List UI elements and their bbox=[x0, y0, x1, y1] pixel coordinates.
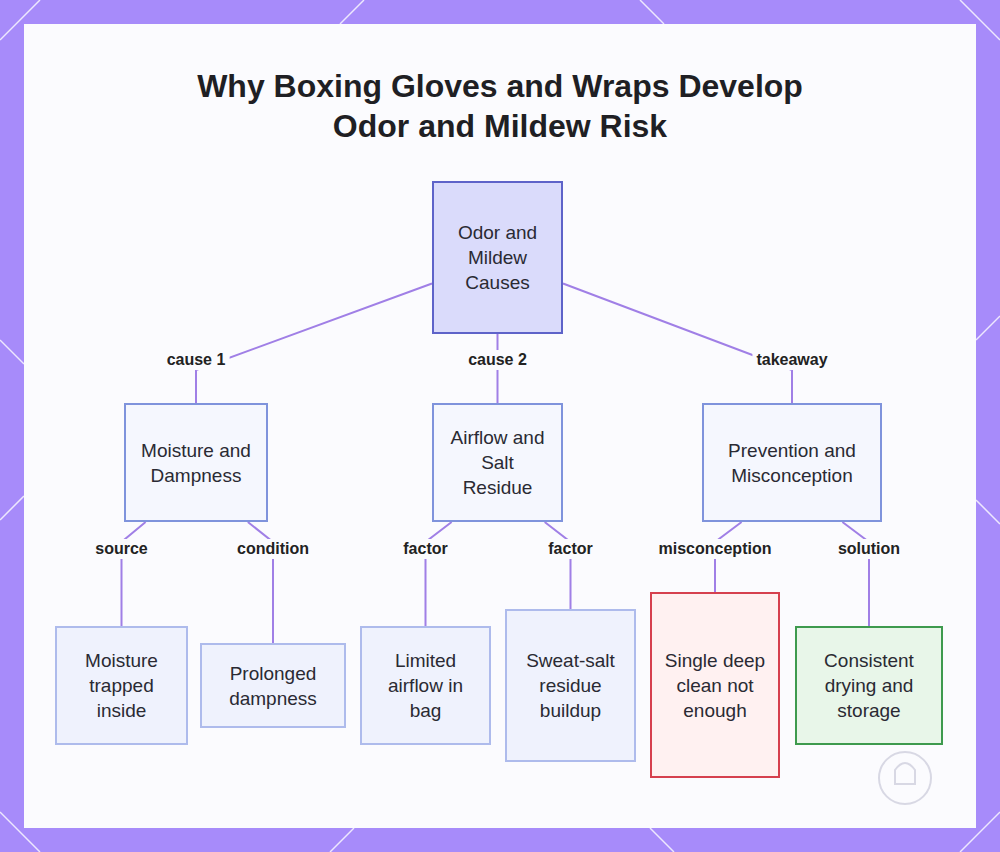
connector bbox=[426, 522, 452, 626]
node-text: Consistent drying and storage bbox=[807, 648, 931, 723]
edge-label: condition bbox=[233, 539, 313, 559]
root-box: Odor and Mildew Causes bbox=[432, 181, 563, 334]
node-text: Airflow and Salt Residue bbox=[444, 425, 551, 500]
node-text: Prolonged dampness bbox=[212, 661, 334, 711]
leaf-box: Sweat-salt residue buildup bbox=[505, 609, 636, 762]
edge-label: cause 1 bbox=[163, 350, 230, 370]
edge-label: misconception bbox=[655, 539, 776, 559]
connector bbox=[842, 522, 869, 626]
solution-box: Consistent drying and storage bbox=[795, 626, 943, 745]
edge-label: source bbox=[91, 539, 151, 559]
leaf-box: Moisture trapped inside bbox=[55, 626, 188, 745]
edge-label: factor bbox=[544, 539, 596, 559]
icon-ring bbox=[879, 752, 931, 804]
node-text: Moisture trapped inside bbox=[67, 648, 176, 723]
edge-label: takeaway bbox=[752, 350, 831, 370]
edge-label: solution bbox=[834, 539, 904, 559]
icon-glove bbox=[895, 763, 915, 784]
category-box: Moisture and Dampness bbox=[124, 403, 268, 522]
diagram-title: Why Boxing Gloves and Wraps Develop Odor… bbox=[170, 66, 830, 146]
node-text: Prevention and Misconception bbox=[714, 438, 870, 488]
node-text: Single deep clean not enough bbox=[662, 648, 768, 723]
category-box: Airflow and Salt Residue bbox=[432, 403, 563, 522]
misconception-box: Single deep clean not enough bbox=[650, 592, 780, 778]
node-text: Odor and Mildew Causes bbox=[444, 220, 551, 295]
connector bbox=[545, 522, 571, 609]
connector bbox=[196, 284, 432, 403]
connector bbox=[563, 284, 792, 403]
edge-label: cause 2 bbox=[464, 350, 531, 370]
leaf-box: Limited airflow in bag bbox=[360, 626, 491, 745]
node-text: Limited airflow in bag bbox=[372, 648, 479, 723]
category-box: Prevention and Misconception bbox=[702, 403, 882, 522]
node-text: Sweat-salt residue buildup bbox=[517, 648, 624, 723]
connector bbox=[122, 522, 146, 626]
node-text: Moisture and Dampness bbox=[136, 438, 256, 488]
leaf-box: Prolonged dampness bbox=[200, 643, 346, 728]
edge-label: factor bbox=[399, 539, 451, 559]
